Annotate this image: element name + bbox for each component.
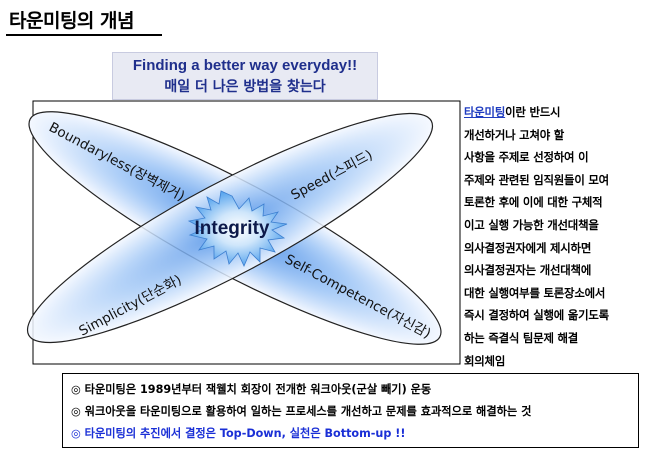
note-item-highlight: ◎ 타운미팅의 추진에서 결정은 Top-Down, 실천은 Bottom-up… — [71, 427, 406, 440]
integrity-burst — [187, 190, 288, 267]
description-line: 대한 실행여부를 토론장소에서 — [464, 285, 606, 300]
description-line: 즉시 결정하여 실행에 옮기도록 — [464, 308, 609, 323]
description-line: 토론한 후에 이에 대한 구체적 — [464, 195, 603, 210]
description-line: 의사결정권자는 개선대책에 — [464, 263, 592, 278]
description-line: 개선하거나 고쳐야 할 — [464, 127, 565, 142]
motto-banner: Finding a better way everyday!! 매일 더 나은 … — [112, 52, 378, 100]
description-line: 이고 실행 가능한 개선대책을 — [464, 217, 599, 232]
description-line: 타운미팅이란 반드시 — [464, 105, 561, 119]
integrity-label: Integrity — [195, 218, 270, 239]
description-line: 사항을 주제로 선정하여 이 — [464, 150, 589, 165]
note-item: ◎ 타운미팅은 1989년부터 잭웰치 회장이 전개한 워크아웃(군살 빼기) … — [71, 383, 432, 396]
description-line: 회의체임 — [464, 353, 506, 368]
note-item: ◎ 워크아웃을 타운미팅으로 활용하여 일하는 프로세스를 개선하고 문제를 효… — [71, 405, 532, 418]
townmeeting-description: 타운미팅이란 반드시 개선하거나 고쳐야 할 사항을 주제로 선정하여 이 주제… — [464, 101, 650, 372]
description-line: 하는 즉결식 팀문제 해결 — [464, 330, 579, 345]
notes-box: ◎ 타운미팅은 1989년부터 잭웰치 회장이 전개한 워크아웃(군살 빼기) … — [62, 373, 639, 448]
keyword-townmeeting: 타운미팅 — [464, 105, 506, 119]
description-line: 주제와 관련된 임직원들이 모여 — [464, 172, 609, 187]
page-title: 타운미팅의 개념 — [9, 10, 134, 32]
motto-english: Finding a better way everyday!! — [132, 57, 358, 74]
description-line: 의사결정권자에게 제시하면 — [464, 240, 592, 255]
title-underline — [6, 34, 162, 36]
motto-korean: 매일 더 나은 방법을 찾는다 — [164, 79, 326, 95]
